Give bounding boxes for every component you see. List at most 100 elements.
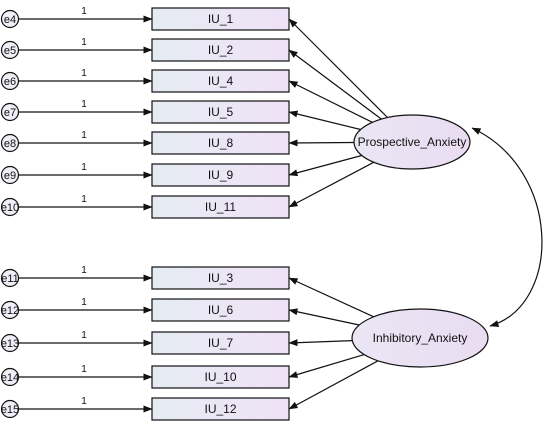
error-circle — [0, 102, 20, 122]
item-label: IU_11 — [205, 200, 236, 214]
item-box-IU_6[interactable]: IU_6 — [151, 298, 290, 322]
item-rect — [151, 69, 290, 93]
error-circle — [0, 165, 20, 185]
error-label: e5 — [4, 45, 16, 57]
error-circle — [0, 300, 20, 320]
error-loading-label: 1 — [81, 265, 87, 276]
error-circle — [0, 71, 20, 91]
loading-arrow-IU_3 — [288, 277, 374, 318]
item-rect — [151, 397, 290, 421]
item-box-IU_5[interactable]: IU_5 — [151, 100, 290, 124]
error-loading-label: 1 — [81, 37, 87, 48]
error-node-e6[interactable]: e6 — [0, 71, 20, 91]
error-label: e9 — [4, 170, 16, 182]
item-label: IU_7 — [208, 336, 234, 350]
error-circle — [0, 9, 20, 29]
error-loading-label: 1 — [81, 162, 87, 173]
item-box-IU_3[interactable]: IU_3 — [151, 266, 290, 290]
loading-arrow-IU_12 — [288, 360, 379, 410]
factor-ellipse — [351, 308, 489, 368]
error-loading-label: 1 — [81, 194, 87, 205]
error-loading-label: 1 — [81, 6, 87, 17]
item-label: IU_2 — [208, 43, 234, 57]
factor-covariance-arrow — [471, 127, 543, 327]
factor-label: Inhibitory_Anxiety — [373, 331, 468, 345]
error-label: e8 — [4, 138, 16, 150]
item-label: IU_5 — [208, 105, 234, 119]
error-label: e4 — [4, 14, 16, 26]
factor-inhibitory-anxiety[interactable]: Inhibitory_Anxiety — [351, 308, 489, 368]
error-circle — [0, 268, 20, 288]
loading-arrow-IU_5 — [288, 110, 361, 131]
loading-arrow-IU_4 — [288, 80, 373, 123]
item-label: IU_8 — [208, 136, 234, 150]
item-box-IU_11[interactable]: IU_11 — [151, 195, 290, 219]
loading-arrow-IU_6 — [288, 308, 360, 326]
error-loading-label: 1 — [81, 297, 87, 308]
error-node-e9[interactable]: e9 — [0, 165, 20, 185]
item-label: IU_12 — [204, 402, 236, 416]
loading-arrow-IU_11 — [288, 161, 374, 208]
loading-arrow-IU_8 — [288, 139, 355, 147]
item-label: IU_3 — [208, 271, 234, 285]
error-loading-label: 1 — [81, 99, 87, 110]
item-rect — [151, 195, 290, 219]
error-node-e11[interactable]: e11 — [0, 268, 20, 288]
error-label: e10 — [1, 202, 19, 214]
factor-label: Prospective_Anxiety — [358, 135, 467, 149]
error-node-e4[interactable]: e4 — [0, 9, 20, 29]
item-rect — [151, 7, 290, 31]
error-node-e8[interactable]: e8 — [0, 133, 20, 153]
item-label: IU_9 — [208, 168, 234, 182]
loading-arrow-IU_7 — [288, 339, 353, 347]
item-label: IU_1 — [208, 12, 234, 26]
error-node-e5[interactable]: e5 — [0, 40, 20, 60]
error-node-e10[interactable]: e10 — [0, 197, 20, 217]
item-rect — [151, 163, 290, 187]
error-loading-label: 1 — [81, 68, 87, 79]
factor-prospective-anxiety[interactable]: Prospective_Anxiety — [353, 114, 471, 170]
error-label: e7 — [4, 107, 16, 119]
error-circle — [0, 367, 20, 387]
error-label: e6 — [4, 76, 16, 88]
factor-ellipse — [353, 114, 471, 170]
error-circle — [0, 333, 20, 353]
loading-arrow-IU_9 — [288, 154, 362, 177]
item-label: IU_6 — [208, 303, 234, 317]
error-node-e15[interactable]: e15 — [0, 399, 20, 419]
item-box-IU_9[interactable]: IU_9 — [151, 163, 290, 187]
item-rect — [151, 266, 290, 290]
item-rect — [151, 100, 290, 124]
error-label: e15 — [1, 404, 19, 416]
item-box-IU_12[interactable]: IU_12 — [151, 397, 290, 421]
item-box-IU_1[interactable]: IU_1 — [151, 7, 290, 31]
edges-layer — [18, 15, 543, 413]
error-node-e7[interactable]: e7 — [0, 102, 20, 122]
error-circle — [0, 197, 20, 217]
error-label: e14 — [1, 372, 19, 384]
error-node-e14[interactable]: e14 — [0, 367, 20, 387]
error-loading-label: 1 — [81, 130, 87, 141]
error-label: e13 — [1, 338, 19, 350]
error-circle — [0, 133, 20, 153]
item-box-IU_10[interactable]: IU_10 — [151, 365, 290, 389]
item-rect — [151, 131, 290, 155]
item-box-IU_2[interactable]: IU_2 — [151, 38, 290, 62]
item-box-IU_8[interactable]: IU_8 — [151, 131, 290, 155]
item-box-IU_4[interactable]: IU_4 — [151, 69, 290, 93]
error-circle — [0, 399, 20, 419]
item-box-IU_7[interactable]: IU_7 — [151, 331, 290, 355]
error-node-e13[interactable]: e13 — [0, 333, 20, 353]
item-label: IU_4 — [208, 74, 234, 88]
error-loading-label: 1 — [81, 364, 87, 375]
error-label: e12 — [1, 305, 19, 317]
item-rect — [151, 38, 290, 62]
error-loading-label: 1 — [81, 396, 87, 407]
loading-arrow-IU_1 — [288, 18, 388, 118]
loading-arrow-IU_10 — [288, 354, 365, 378]
error-loading-label: 1 — [81, 330, 87, 341]
error-node-e12[interactable]: e12 — [0, 300, 20, 320]
error-label: e11 — [1, 273, 19, 285]
